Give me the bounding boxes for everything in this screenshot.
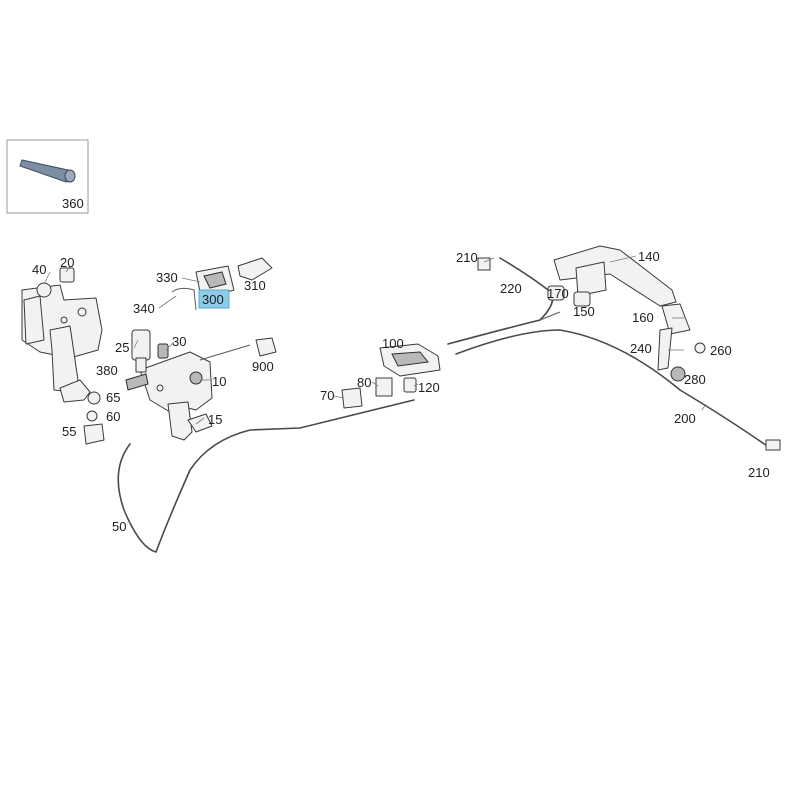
arm-part-240[interactable] xyxy=(657,327,673,371)
callout-40[interactable]: 40 xyxy=(32,262,46,277)
support-part-160[interactable] xyxy=(661,303,691,335)
bolt-part-30[interactable] xyxy=(157,343,169,359)
mounting-bracket-part-140[interactable] xyxy=(553,245,677,307)
callout-15[interactable]: 15 xyxy=(208,412,222,427)
spring-part-380[interactable] xyxy=(125,373,149,391)
callout-220[interactable]: 220 xyxy=(500,281,522,296)
callout-300-highlight xyxy=(198,289,230,309)
callout-120[interactable]: 120 xyxy=(418,380,440,395)
callout-210-bottom[interactable]: 210 xyxy=(748,465,770,480)
callout-260[interactable]: 260 xyxy=(710,343,732,358)
callout-280[interactable]: 280 xyxy=(684,372,706,387)
connector-part-900[interactable] xyxy=(255,337,277,357)
callout-380[interactable]: 380 xyxy=(96,363,118,378)
release-handle-part-300[interactable] xyxy=(195,265,235,297)
callout-330[interactable]: 330 xyxy=(156,270,178,285)
callout-360[interactable]: 360 xyxy=(62,196,84,211)
rear-cable-assembly[interactable] xyxy=(447,257,771,449)
nut-part-60[interactable] xyxy=(86,410,98,422)
cable-part-330-340[interactable] xyxy=(171,287,197,311)
callout-50[interactable]: 50 xyxy=(112,519,126,534)
callout-340[interactable]: 340 xyxy=(133,301,155,316)
pedal-bracket-assembly[interactable] xyxy=(21,282,103,403)
callout-65[interactable]: 65 xyxy=(106,390,120,405)
clamp-part-55[interactable] xyxy=(83,423,105,445)
callout-60[interactable]: 60 xyxy=(106,409,120,424)
front-brake-cable-part-50[interactable] xyxy=(117,344,415,553)
end-fitting-part-210a[interactable] xyxy=(477,257,491,271)
bracket-part-70[interactable] xyxy=(341,387,363,409)
callout-70[interactable]: 70 xyxy=(320,388,334,403)
clip-part-20[interactable] xyxy=(59,267,75,283)
nut-part-65[interactable] xyxy=(87,391,101,405)
leader-lines xyxy=(43,255,707,425)
callout-10[interactable]: 10 xyxy=(212,374,226,389)
callout-140[interactable]: 140 xyxy=(638,249,660,264)
clip-part-80[interactable] xyxy=(375,377,393,397)
callout-210-top[interactable]: 210 xyxy=(456,250,478,265)
parking-brake-pedal-assembly[interactable] xyxy=(139,351,213,441)
equalizer-plate-part-100[interactable] xyxy=(379,343,441,377)
handle-part-310[interactable] xyxy=(237,257,273,281)
bolt-part-260[interactable] xyxy=(694,342,706,354)
callout-80[interactable]: 80 xyxy=(357,375,371,390)
callout-160[interactable]: 160 xyxy=(632,310,654,325)
callout-30[interactable]: 30 xyxy=(172,334,186,349)
inset-panel-360 xyxy=(6,139,89,214)
callout-labels: 360 40 20 330 310 300 340 25 30 380 10 9… xyxy=(32,196,770,534)
actuator-part-25[interactable] xyxy=(131,329,151,373)
callout-170[interactable]: 170 xyxy=(547,286,569,301)
bushing-part-120[interactable] xyxy=(403,377,417,393)
callout-25[interactable]: 25 xyxy=(115,340,129,355)
callout-200[interactable]: 200 xyxy=(674,411,696,426)
nut-part-280[interactable] xyxy=(670,366,686,382)
callout-310[interactable]: 310 xyxy=(244,278,266,293)
callout-900[interactable]: 900 xyxy=(252,359,274,374)
grommet-part-150[interactable] xyxy=(573,291,591,307)
callout-55[interactable]: 55 xyxy=(62,424,76,439)
callout-300[interactable]: 300 xyxy=(202,292,224,307)
grommet-part-170[interactable] xyxy=(547,285,565,301)
end-fitting-part-210b[interactable] xyxy=(765,439,781,451)
callout-240[interactable]: 240 xyxy=(630,341,652,356)
callout-150[interactable]: 150 xyxy=(573,304,595,319)
callout-20[interactable]: 20 xyxy=(60,255,74,270)
callout-100[interactable]: 100 xyxy=(382,336,404,351)
